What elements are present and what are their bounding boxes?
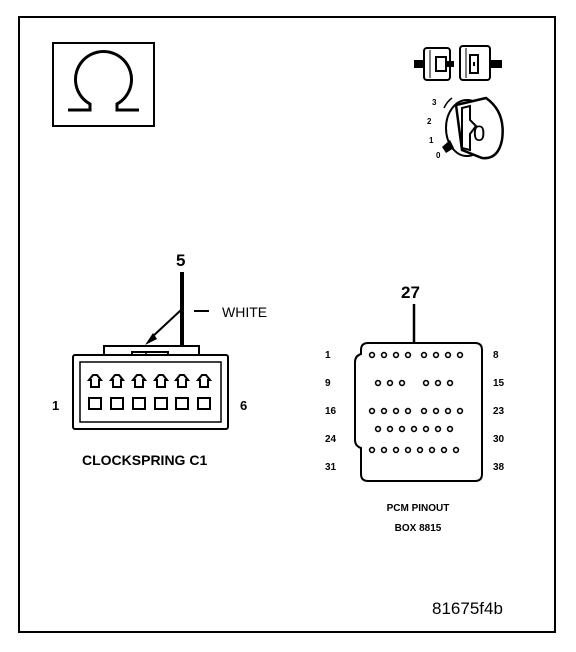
pcm-row-right-2: 15 — [493, 378, 505, 389]
ignition-key-label: 0 — [473, 121, 485, 146]
pcm-pin-cavity — [440, 446, 448, 454]
clockspring-right-pin: 6 — [240, 398, 247, 413]
pcm-pin-cavity — [398, 425, 406, 433]
ignition-key-icon: 3 2 1 0 0 — [427, 96, 504, 160]
cavity-3 — [130, 374, 148, 410]
clockspring-title: CLOCKSPRING C1 — [82, 452, 207, 468]
ignition-pos-2: 2 — [427, 117, 432, 126]
pcm-row-left-4: 24 — [325, 434, 337, 445]
pcm-pin-cavity — [452, 446, 460, 454]
ohm-symbol-icon — [52, 42, 155, 127]
pcm-row-right-3: 23 — [493, 406, 505, 417]
connector-disconnected-icon — [414, 45, 502, 81]
clockspring-connector: 5 WHITE — [52, 251, 267, 468]
pcm-pin-cavity — [420, 351, 428, 359]
clockspring-pin-callout: 5 — [176, 251, 185, 270]
pcm-pin-cavity — [404, 351, 412, 359]
pcm-title-line2: BOX 8815 — [395, 523, 442, 534]
pcm-row-left-1: 1 — [325, 350, 331, 361]
pcm-pin-cavity — [456, 351, 464, 359]
pcm-pin-cavity — [386, 379, 394, 387]
pcm-pin-cavity — [422, 379, 430, 387]
pcm-pin-cavity — [368, 446, 376, 454]
ignition-pos-1: 1 — [429, 136, 434, 145]
figure-id: 81675f4b — [432, 599, 503, 618]
pcm-pin-cavity — [410, 425, 418, 433]
cavity-1 — [86, 374, 104, 410]
pcm-pin-cavity — [380, 407, 388, 415]
pcm-pin-cavity — [434, 425, 442, 433]
pcm-pin-cavity — [446, 425, 454, 433]
pcm-pin-cavity — [428, 446, 436, 454]
pcm-pin-cavity — [392, 351, 400, 359]
pcm-title-line1: PCM PINOUT — [387, 503, 450, 514]
pcm-pin-cavity — [404, 446, 412, 454]
pcm-pin-callout: 27 — [401, 283, 420, 302]
pcm-row-right-5: 38 — [493, 462, 505, 473]
pcm-pin-cavity — [456, 407, 464, 415]
pcm-row-right-1: 8 — [493, 350, 499, 361]
pcm-pin-grid — [368, 351, 464, 454]
pcm-pin-cavity — [434, 379, 442, 387]
pcm-row-left-3: 16 — [325, 406, 337, 417]
clockspring-pin-cavities — [86, 374, 213, 410]
pcm-pin-cavity — [392, 407, 400, 415]
pcm-pin-cavity — [380, 351, 388, 359]
cavity-4 — [152, 374, 170, 410]
cavity-6 — [195, 374, 213, 410]
outer-frame — [18, 16, 556, 633]
pcm-row-left-2: 9 — [325, 378, 331, 389]
pcm-pin-cavity — [380, 446, 388, 454]
pcm-row-right-4: 30 — [493, 434, 505, 445]
ignition-pos-3: 3 — [432, 98, 437, 107]
pcm-pin-cavity — [444, 407, 452, 415]
pcm-pin-cavity — [374, 379, 382, 387]
pcm-pin-cavity — [368, 407, 376, 415]
pcm-pin-cavity — [398, 379, 406, 387]
pcm-pin-cavity — [404, 407, 412, 415]
pcm-pin-cavity — [368, 351, 376, 359]
pcm-pin-cavity — [416, 446, 424, 454]
cavity-5 — [173, 374, 191, 410]
pcm-pin-cavity — [420, 407, 428, 415]
pcm-pin-cavity — [446, 379, 454, 387]
pcm-row-left-5: 31 — [325, 462, 337, 473]
pcm-pin-cavity — [422, 425, 430, 433]
pcm-pin-cavity — [386, 425, 394, 433]
pcm-pinout: 27 1 9 16 24 31 8 15 23 30 38 PCM PINOUT… — [325, 283, 505, 534]
pcm-pin-cavity — [392, 446, 400, 454]
wire-color-label: WHITE — [222, 304, 267, 320]
pcm-pin-cavity — [374, 425, 382, 433]
ignition-pos-0: 0 — [436, 151, 441, 160]
clockspring-left-pin: 1 — [52, 398, 59, 413]
pcm-pin-cavity — [432, 407, 440, 415]
cavity-2 — [108, 374, 126, 410]
pcm-pin-cavity — [444, 351, 452, 359]
pcm-pin-cavity — [432, 351, 440, 359]
